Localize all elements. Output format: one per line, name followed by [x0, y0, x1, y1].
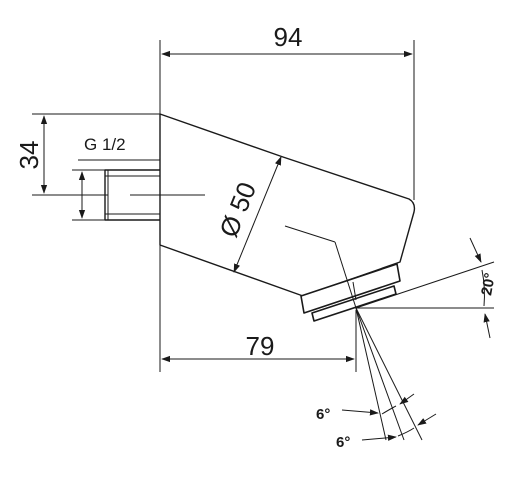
dimension-depth-label: 79 [246, 331, 275, 361]
thread-label: G 1/2 [84, 135, 126, 154]
dimension-thread: G 1/2 [72, 135, 160, 221]
dimension-height: 34 [14, 113, 160, 196]
spray-angle-lines [355, 261, 495, 441]
dimension-tilt-angle: 20° [469, 237, 499, 339]
spray-angle-2-label: 6° [336, 434, 350, 451]
spray-angle-1-label: 6° [316, 406, 330, 423]
dimension-height-label: 34 [14, 141, 44, 170]
dimension-depth: 79 [159, 245, 357, 372]
outlet-rings [300, 263, 401, 322]
dimension-overall-width-label: 94 [274, 22, 303, 52]
tilt-angle-label: 20° [478, 272, 499, 297]
dimension-spray-angle-1: 6° [316, 393, 415, 423]
shower-head-body [159, 113, 416, 297]
dimension-spray-angle-2: 6° [336, 413, 437, 451]
dimension-overall-width: 94 [159, 22, 415, 200]
